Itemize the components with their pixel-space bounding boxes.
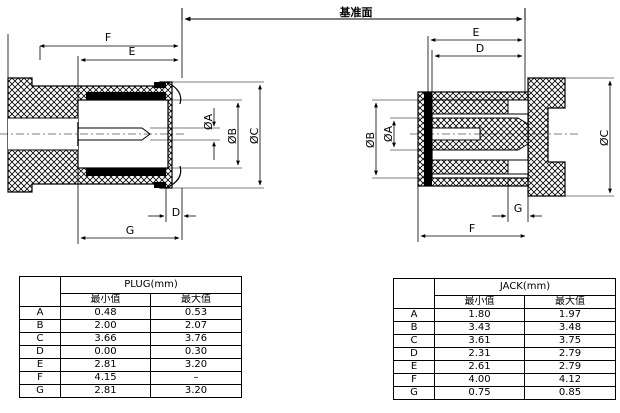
jack-drawing: E D ØB ØA ØC G F [364, 20, 614, 242]
plug-col-min: 最小值 [60, 293, 151, 307]
jack-dim-c: ØC [598, 130, 611, 147]
jack-dim-f: F [469, 222, 475, 235]
reference-plane-label: 基准面 [339, 5, 373, 19]
plug-dim-d: D [172, 206, 180, 219]
jack-dim-g: G [514, 202, 523, 215]
jack-center-contact [431, 127, 481, 141]
plug-dim-e: E [129, 45, 136, 58]
plug-sleeve-bottom [86, 168, 166, 176]
plug-sleeve-top [86, 92, 166, 100]
reference-plane-dimension: 基准面 [181, 5, 526, 22]
plug-dim-g: G [126, 224, 135, 237]
plug-drawing: F E ØA ØB ØC D G [0, 20, 264, 244]
plug-dim-b: ØB [226, 128, 239, 144]
plug-dim-c: ØC [248, 128, 261, 145]
plug-dim-f: F [105, 31, 111, 44]
plug-cap-top [154, 82, 166, 88]
plug-col-max: 最大值 [150, 293, 242, 307]
jack-col-max: 最大值 [523, 295, 617, 309]
jack-dim-e: E [473, 26, 480, 39]
plug-cap-bottom [154, 182, 166, 188]
jack-dim-b: ØB [364, 132, 377, 148]
plug-dim-a: ØA [202, 113, 215, 130]
jack-dim-d: D [476, 42, 484, 55]
jack-col-min: 最小值 [434, 295, 525, 309]
jack-wall-left [424, 92, 432, 186]
plug-table-title: PLUG(mm) [60, 276, 242, 294]
jack-dim-a: ØA [382, 125, 395, 142]
jack-right-body [527, 77, 566, 197]
jack-table-title: JACK(mm) [433, 278, 617, 296]
